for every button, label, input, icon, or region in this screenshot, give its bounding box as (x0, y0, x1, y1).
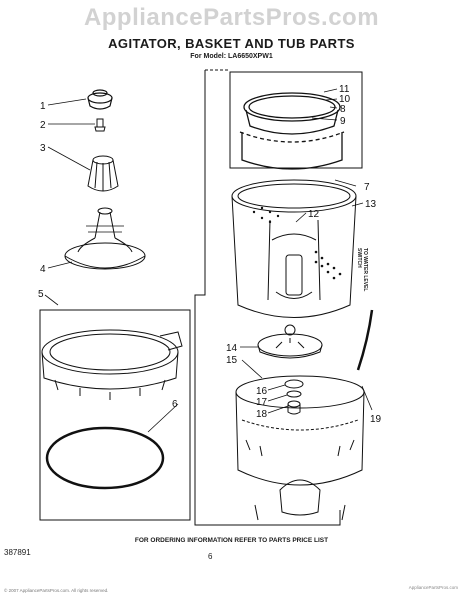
callout-16: 16 (256, 386, 268, 397)
outer-tub (235, 375, 365, 521)
callout-1: 1 (40, 101, 46, 112)
callout-11: 11 (339, 84, 350, 95)
callout-15: 15 (226, 355, 238, 366)
callout-13: 13 (365, 199, 377, 210)
copyright-site: AppliancePartsPros.com (408, 585, 458, 590)
drive-hub-plate (257, 324, 323, 359)
document-number: 387891 (4, 548, 31, 557)
copyright-line: © 2007 AppliancePartsPros.com. All right… (4, 588, 109, 593)
agitator-cap (87, 89, 113, 110)
basket-perforations (252, 206, 342, 280)
basket-ring-box (229, 71, 363, 169)
callout-19: 19 (370, 414, 382, 425)
callout-3: 3 (40, 143, 46, 154)
callout-8: 8 (340, 104, 346, 115)
tub-ring-box (39, 309, 191, 521)
page-title: AGITATOR, BASKET AND TUB PARTS (108, 36, 355, 51)
water-level-switch-label: TO WATER LEVEL SWITCH (356, 248, 368, 292)
balance-ring (239, 92, 345, 170)
water-level-hose (356, 309, 374, 371)
leader-lines (44, 88, 373, 433)
agitator-base (64, 207, 146, 270)
callout-2: 2 (40, 120, 46, 131)
page-number: 6 (208, 552, 213, 561)
watermark: AppliancePartsPros.com (83, 4, 380, 31)
callout-5: 5 (38, 289, 44, 300)
callout-12: 12 (308, 209, 320, 220)
callout-numbers: 1 2 3 4 5 6 7 8 9 10 11 12 13 14 15 16 1… (38, 84, 382, 425)
outline-box (194, 70, 341, 526)
callout-17: 17 (256, 397, 268, 408)
callout-10: 10 (339, 94, 351, 105)
callout-14: 14 (226, 343, 238, 354)
tub-seal-ring (45, 426, 165, 490)
callout-7: 7 (364, 182, 370, 193)
agitator-bolt (94, 118, 106, 132)
spin-basket (231, 179, 357, 318)
ordering-note: FOR ORDERING INFORMATION REFER TO PARTS … (134, 537, 329, 544)
callout-18: 18 (256, 409, 268, 420)
callout-4: 4 (40, 264, 46, 275)
tub-ring-assembly (41, 329, 183, 400)
model-line: For Model: LA6650XPW1 (190, 53, 273, 60)
agitator-barrel (87, 155, 119, 192)
callout-9: 9 (340, 116, 346, 127)
callout-6: 6 (172, 399, 178, 410)
hub-fasteners (284, 379, 304, 415)
